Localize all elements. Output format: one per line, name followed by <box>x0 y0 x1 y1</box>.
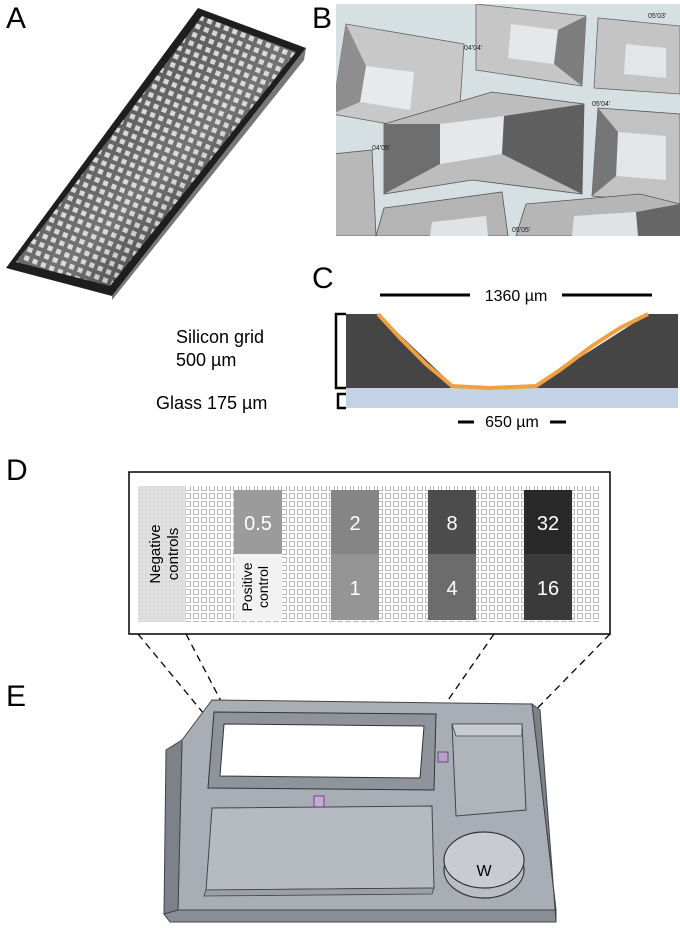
silicon-bracket <box>334 312 346 390</box>
panel-label-e: E <box>6 680 27 713</box>
silicon-grid-label: Silicon grid 500 µm <box>176 326 264 371</box>
connector-line <box>519 633 611 727</box>
well-label: 04'05' <box>372 145 390 152</box>
device-render: W <box>163 699 557 923</box>
positive-control-label-line1: Positive <box>239 562 255 611</box>
well-label-w: W <box>476 863 492 880</box>
block-16 <box>524 554 572 620</box>
grid-window <box>219 723 425 779</box>
positive-control-label-line2: control <box>255 566 271 608</box>
block-2 <box>331 490 379 554</box>
well-label: 05'04' <box>592 101 610 108</box>
block-0.5 <box>234 490 282 554</box>
panel-label-b: B <box>312 2 333 35</box>
block-32 <box>524 490 572 554</box>
connector-line <box>137 633 215 727</box>
silicon-grid <box>346 314 678 388</box>
value-label: 4 <box>446 578 457 600</box>
panel-label-d: D <box>6 454 28 487</box>
glass-label: Glass 175 µm <box>156 393 268 413</box>
connector-line <box>429 633 495 727</box>
negative-controls-label-line1: Negative <box>147 524 164 583</box>
grid-layout-diagram: 0.5 2 8 32 1 4 16 Negative controls Posi… <box>128 471 611 727</box>
channel-marker <box>437 751 449 763</box>
value-label: 2 <box>349 513 360 535</box>
positive-control-block <box>234 554 282 620</box>
negative-controls-block <box>138 486 186 622</box>
panel-label-a: A <box>6 2 27 35</box>
cross-section-diagram: 1360 µm 650 µm <box>334 284 678 430</box>
glass-bracket <box>336 392 346 410</box>
silicon-grid-label-line2: 500 µm <box>176 349 237 370</box>
block-1 <box>331 554 379 620</box>
well-label: 04'04' <box>464 45 482 52</box>
silicon-grid-label-line1: Silicon grid <box>176 327 265 347</box>
glass-layer <box>346 388 678 408</box>
well-label: 05'03' <box>648 13 666 20</box>
top-width-label: 1360 µm <box>485 288 548 305</box>
well-label: 05'05' <box>512 227 530 234</box>
coating-line <box>376 312 649 391</box>
well-render: 05'03' 04'04' 05'04' 04'05' 05'05' <box>336 4 680 236</box>
panel-label-c: C <box>312 262 334 295</box>
value-label: 0.5 <box>244 513 272 535</box>
block-8 <box>428 490 476 554</box>
value-label: 1 <box>349 578 360 600</box>
side-chamber <box>451 723 527 817</box>
value-label: 32 <box>537 513 559 535</box>
grid-slide-photo <box>6 8 306 300</box>
reservoir-chamber <box>205 805 435 891</box>
block-4 <box>428 554 476 620</box>
value-label: 8 <box>446 513 457 535</box>
negative-controls-label-line2: controls <box>165 528 182 581</box>
value-label: 16 <box>537 578 559 600</box>
bottom-width-label: 650 µm <box>485 414 539 430</box>
